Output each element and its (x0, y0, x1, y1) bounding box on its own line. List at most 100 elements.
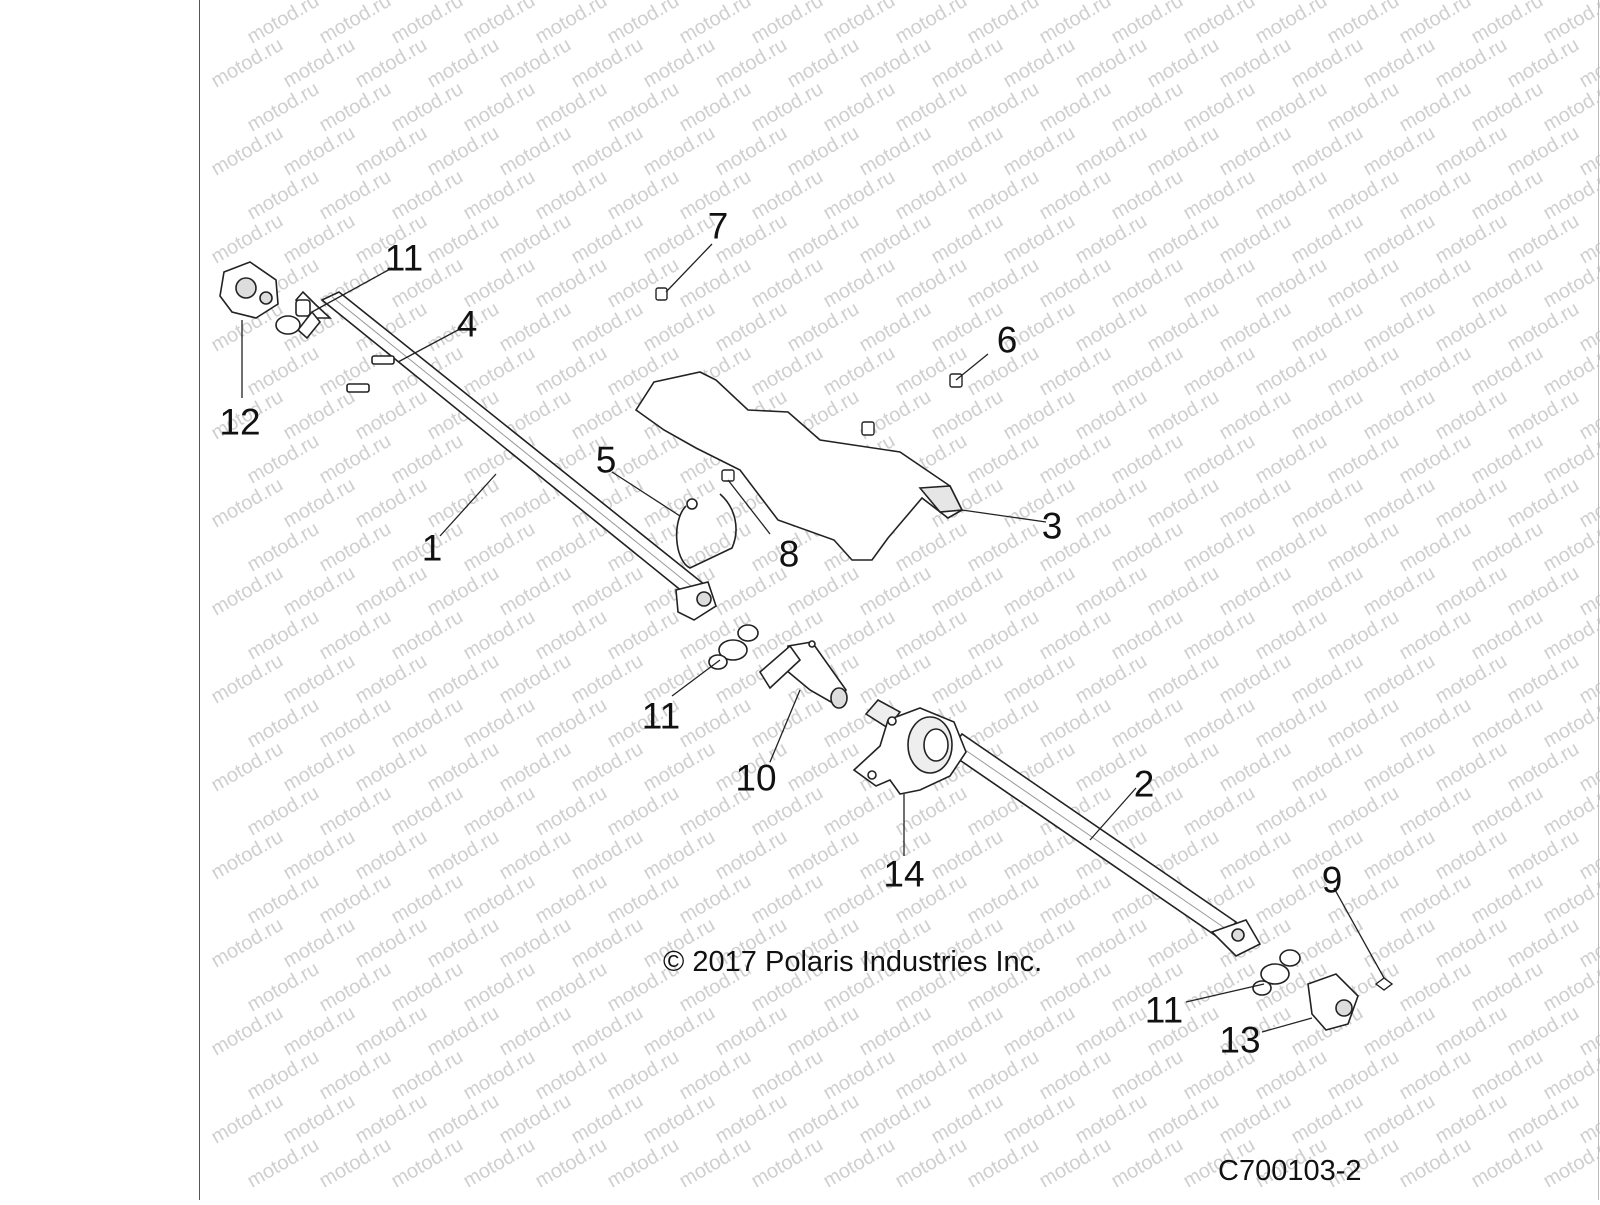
watermark-text: motod.ru (1288, 34, 1367, 93)
watermark-text: motod.ru (712, 298, 791, 357)
watermark-text: motod.ru (424, 122, 503, 181)
frame-left-border (199, 0, 200, 1200)
watermark-text: motod.ru (460, 78, 539, 137)
watermark-text: motod.ru (1432, 34, 1511, 93)
watermark-text: motod.ru (1396, 342, 1475, 401)
watermark-text: motod.ru (1432, 650, 1511, 709)
watermark-text: motod.ru (928, 298, 1007, 357)
watermark-text: motod.ru (1432, 826, 1511, 885)
watermark-text: motod.ru (892, 254, 971, 313)
watermark-text: motod.ru (1252, 342, 1331, 401)
watermark-text: motod.ru (1360, 34, 1439, 93)
watermark-text: motod.ru (460, 166, 539, 225)
watermark-text: motod.ru (568, 386, 647, 445)
watermark-text: motod.ru (820, 166, 899, 225)
watermark-text: motod.ru (604, 166, 683, 225)
watermark-text: motod.ru (856, 650, 935, 709)
watermark-text: motod.ru (1324, 0, 1403, 48)
watermark-text: motod.ru (928, 122, 1007, 181)
watermark-text: motod.ru (388, 782, 467, 841)
watermark-text: motod.ru (1072, 1002, 1151, 1061)
watermark-text: motod.ru (1432, 386, 1511, 445)
watermark-text: motod.ru (316, 958, 395, 1017)
watermark-text: motod.ru (388, 166, 467, 225)
watermark-text: motod.ru (280, 1090, 359, 1149)
watermark-text: motod.ru (532, 694, 611, 753)
watermark-text: motod.ru (1288, 1090, 1367, 1149)
watermark-text: motod.ru (1504, 914, 1583, 973)
watermark-text: motod.ru (532, 870, 611, 929)
watermark-text: motod.ru (1036, 958, 1115, 1017)
watermark-text: motod.ru (1468, 342, 1547, 401)
watermark-text: motod.ru (604, 1134, 683, 1193)
watermark-text: motod.ru (892, 0, 971, 48)
watermark-text: motod.ru (1468, 518, 1547, 577)
watermark-text: motod.ru (1180, 342, 1259, 401)
watermark-text: motod.ru (604, 870, 683, 929)
watermark-text: motod.ru (280, 914, 359, 973)
watermark-text: motod.ru (1180, 782, 1259, 841)
watermark-text: motod.ru (1396, 958, 1475, 1017)
watermark-text: motod.ru (928, 1090, 1007, 1149)
watermark-text: motod.ru (1360, 298, 1439, 357)
watermark-text: motod.ru (244, 606, 323, 665)
watermark-text: motod.ru (820, 606, 899, 665)
watermark-text: motod.ru (1360, 122, 1439, 181)
watermark-text: motod.ru (1216, 474, 1295, 533)
watermark-text: motod.ru (280, 210, 359, 269)
watermark-text: motod.ru (388, 430, 467, 489)
watermark-text: motod.ru (856, 562, 935, 621)
watermark-text: motod.ru (1360, 738, 1439, 797)
watermark-text: motod.ru (460, 870, 539, 929)
watermark-text: motod.ru (316, 782, 395, 841)
watermark-text: motod.ru (892, 166, 971, 225)
watermark-text: motod.ru (748, 166, 827, 225)
watermark-text: motod.ru (532, 0, 611, 48)
watermark-text: motod.ru (316, 1046, 395, 1105)
watermark-text: motod.ru (892, 606, 971, 665)
watermark-text: motod.ru (892, 518, 971, 577)
watermark-text: motod.ru (1396, 0, 1475, 48)
watermark-text: motod.ru (712, 34, 791, 93)
watermark-text: motod.ru (424, 474, 503, 533)
watermark-text: motod.ru (640, 474, 719, 533)
callout-13: 13 (1219, 1022, 1260, 1059)
watermark-text: motod.ru (1288, 122, 1367, 181)
watermark-text: motod.ru (496, 738, 575, 797)
watermark-text: motod.ru (244, 166, 323, 225)
callout-11-middle: 11 (642, 698, 680, 735)
watermark-text: motod.ru (1360, 210, 1439, 269)
watermark-text: motod.ru (1288, 298, 1367, 357)
watermark-text: motod.ru (208, 1090, 287, 1149)
watermark-text: motod.ru (712, 1090, 791, 1149)
watermark-text: motod.ru (532, 342, 611, 401)
watermark-text: motod.ru (1396, 430, 1475, 489)
watermark-text: motod.ru (1252, 0, 1331, 48)
watermark-text: motod.ru (280, 650, 359, 709)
watermark-text: motod.ru (1216, 122, 1295, 181)
drawing-code: C700103-2 (1218, 1157, 1362, 1186)
watermark-text: motod.ru (460, 1134, 539, 1193)
watermark-text: motod.ru (316, 606, 395, 665)
watermark-text: motod.ru (1468, 0, 1547, 48)
watermark-text: motod.ru (640, 34, 719, 93)
watermark-text: motod.ru (1036, 254, 1115, 313)
watermark-text: motod.ru (1180, 606, 1259, 665)
watermark-text: motod.ru (712, 122, 791, 181)
watermark-text: motod.ru (316, 694, 395, 753)
watermark-text: motod.ru (1396, 606, 1475, 665)
watermark-text: motod.ru (1108, 166, 1187, 225)
watermark-text: motod.ru (1396, 166, 1475, 225)
watermark-text: motod.ru (1504, 738, 1583, 797)
watermark-text: motod.ru (460, 518, 539, 577)
watermark-text: motod.ru (208, 826, 287, 885)
watermark-text: motod.ru (244, 0, 323, 48)
watermark-text: motod.ru (424, 826, 503, 885)
watermark-text: motod.ru (964, 254, 1043, 313)
watermark-text: motod.ru (352, 650, 431, 709)
watermark-text: motod.ru (1000, 474, 1079, 533)
watermark-text: motod.ru (460, 694, 539, 753)
flange-yoke (220, 262, 278, 318)
watermark-text: motod.ru (928, 1002, 1007, 1061)
callout-12: 12 (219, 404, 260, 441)
